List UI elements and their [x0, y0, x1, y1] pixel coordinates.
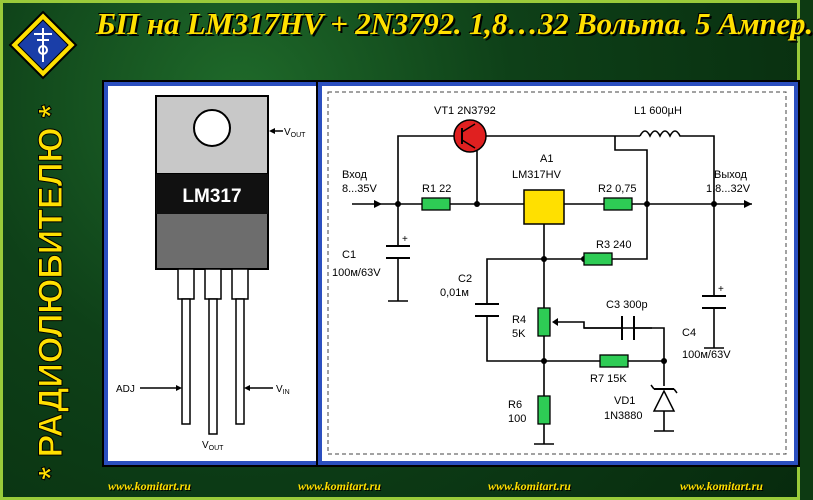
r6-value: 100 [508, 413, 526, 425]
output-range: 1,8...32V [706, 183, 751, 195]
r4-value: 5K [512, 328, 526, 340]
tab-vout-label: VOUT [284, 127, 306, 139]
c2-value: 0,01м [440, 287, 469, 299]
r4-potentiometer [537, 307, 551, 337]
mounting-hole [193, 109, 231, 147]
output-label: Выход [714, 169, 747, 181]
vt1-transistor [453, 119, 487, 153]
page-title: БП на LM317HV + 2N3792. 1,8…32 Вольта. 5… [96, 6, 813, 41]
c4-capacitor [702, 295, 726, 309]
footer-url-4[interactable]: www.komitart.ru [680, 479, 763, 493]
svg-text:+: + [402, 234, 408, 245]
adj-label: ADJ [116, 384, 135, 395]
footer-url-2[interactable]: www.komitart.ru [298, 479, 381, 493]
r3-label: R3 240 [596, 239, 631, 251]
schematic-diagram: + + VT1 2N3792 L1 600µH [327, 91, 787, 455]
c3-label: C3 300p [606, 299, 648, 311]
vd1-part: 1N3880 [604, 410, 643, 422]
pin-vout-label: VOUT [202, 440, 224, 452]
r4-label: R4 [512, 314, 526, 326]
package-panel: LM317 VOUT ADJ VIN VOUT [104, 82, 322, 465]
to220-package-drawing: LM317 VOUT ADJ VIN VOUT [116, 95, 306, 452]
vt1-label: VT1 2N3792 [434, 105, 496, 117]
vin-label: VIN [276, 384, 290, 396]
c4-value: 100м/63V [682, 349, 731, 361]
r2-label: R2 0,75 [598, 183, 637, 195]
a1-part: LM317HV [512, 169, 562, 181]
svg-text:+: + [718, 284, 724, 295]
c2-capacitor [475, 303, 499, 317]
chip-label: LM317 [182, 186, 241, 207]
c4-label: C4 [682, 327, 696, 339]
c1-capacitor [386, 245, 410, 259]
l1-label: L1 600µH [634, 105, 682, 117]
input-range: 8...35V [342, 183, 378, 195]
r6-label: R6 [508, 399, 522, 411]
footer-url-3[interactable]: www.komitart.ru [488, 479, 571, 493]
a1-label: A1 [540, 153, 553, 165]
pin-vin [235, 298, 245, 425]
r7-label: R7 15K [590, 373, 627, 385]
radio-antenna-logo [8, 10, 78, 80]
package-body-band [156, 174, 268, 214]
c1-label: C1 [342, 249, 356, 261]
r3-resistor [583, 252, 613, 266]
c3-capacitor [621, 316, 635, 340]
schematic-panel: + + VT1 2N3792 L1 600µH [318, 82, 798, 465]
vertical-banner-text: * РАДИОЛЮБИТЕЛЮ * [32, 104, 70, 480]
r2-resistor [603, 197, 633, 211]
c2-label: C2 [458, 273, 472, 285]
r6-resistor [537, 395, 551, 425]
vd1-diode [650, 384, 678, 412]
input-label: Вход [342, 169, 367, 181]
pin-adj [181, 298, 191, 425]
footer-url-1[interactable]: www.komitart.ru [108, 479, 191, 493]
pin-vout [208, 298, 218, 435]
r1-label: R1 22 [422, 183, 451, 195]
r7-resistor [599, 354, 629, 368]
c1-value: 100м/63V [332, 267, 381, 279]
r1-resistor [421, 197, 451, 211]
a1-regulator [523, 189, 565, 225]
l1-inductor [639, 130, 684, 138]
vd1-label: VD1 [614, 395, 635, 407]
vertical-banner: * РАДИОЛЮБИТЕЛЮ * [32, 103, 71, 480]
